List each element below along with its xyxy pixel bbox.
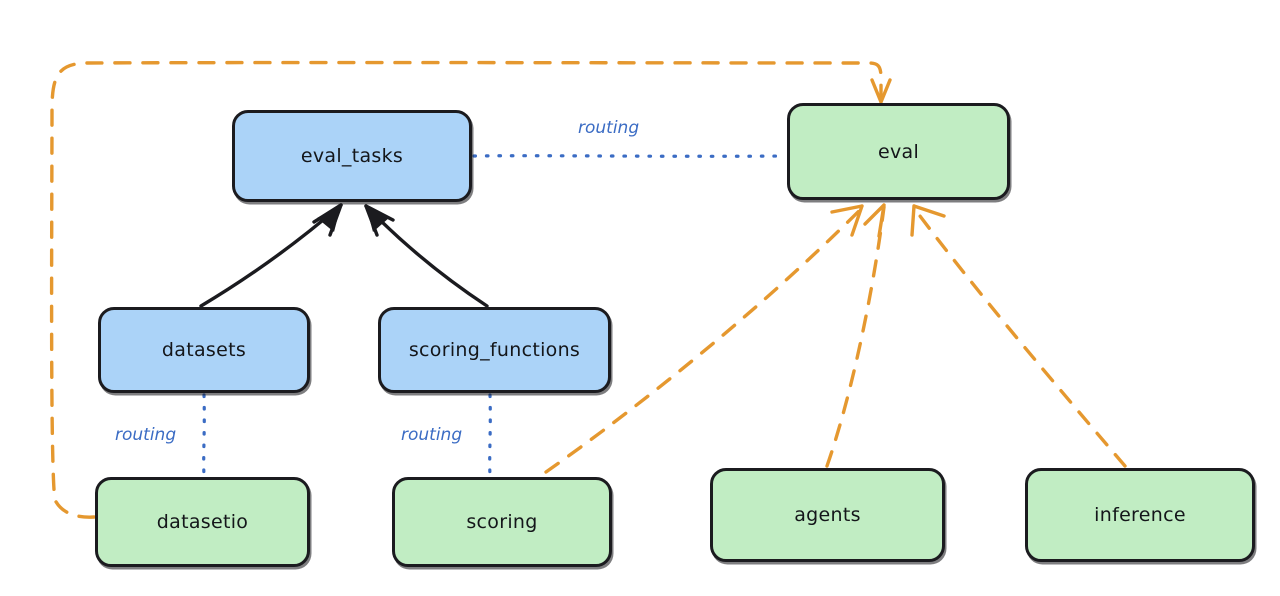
node-label-datasets: datasets — [161, 339, 247, 361]
node-label-inference: inference — [1094, 504, 1186, 526]
node-inference[interactable]: inference — [1025, 468, 1255, 562]
edge-eval_tasks-eval — [472, 154, 788, 158]
edge-label-datasets-routing: routing — [115, 425, 177, 445]
edge-scoring_functions-scoring — [488, 393, 492, 478]
node-label-eval_tasks: eval_tasks — [300, 145, 404, 167]
node-label-agents: agents — [794, 504, 861, 526]
edge-inference-eval — [910, 204, 1127, 468]
node-eval[interactable]: eval — [787, 103, 1010, 200]
node-label-scoring: scoring — [466, 511, 538, 533]
edge-datasets-datasetio — [202, 393, 206, 478]
edge-agents-eval — [825, 203, 886, 468]
edge-scoring_functions-eval_tasks — [364, 204, 489, 308]
node-label-scoring_functions: scoring_functions — [408, 339, 581, 361]
node-label-eval: eval — [877, 140, 920, 163]
node-datasetio[interactable]: datasetio — [95, 477, 310, 567]
node-scoring_functions[interactable]: scoring_functions — [378, 307, 611, 393]
node-agents[interactable]: agents — [710, 468, 945, 562]
edge-label-eval-routing: routing — [578, 118, 640, 138]
node-scoring[interactable]: scoring — [392, 477, 612, 567]
node-eval_tasks[interactable]: eval_tasks — [232, 110, 472, 202]
edge-datasets-eval_tasks — [199, 203, 343, 308]
node-label-datasetio: datasetio — [156, 511, 249, 533]
node-datasets[interactable]: datasets — [98, 307, 310, 393]
edge-label-scoring-routing: routing — [401, 425, 463, 445]
